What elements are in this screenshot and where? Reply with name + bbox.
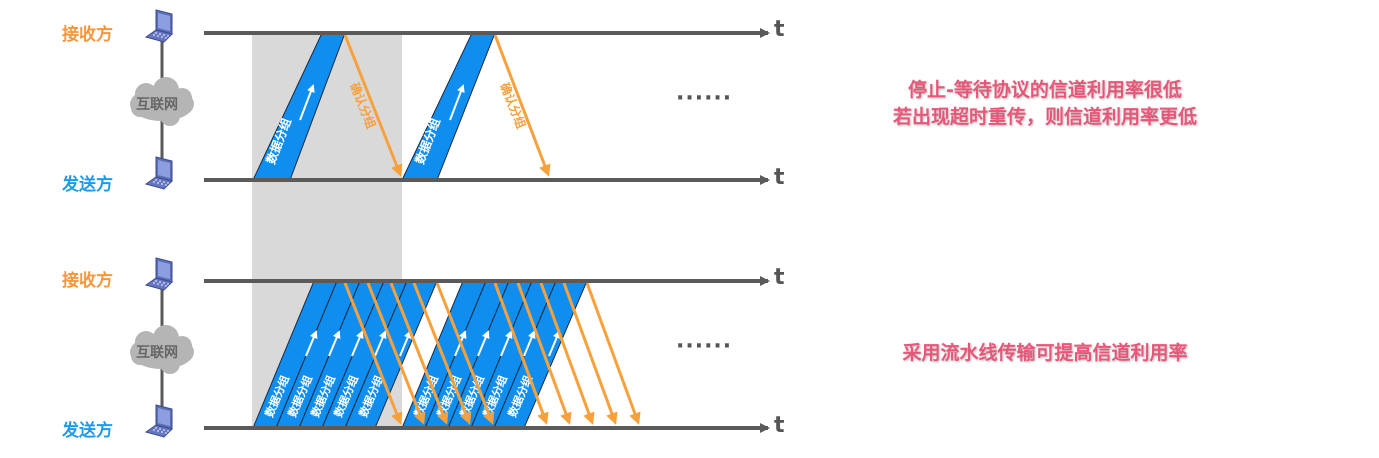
- sender-label: 发送方: [62, 421, 113, 441]
- time-axis-label: t: [774, 265, 785, 290]
- ack-arrow: [493, 34, 551, 177]
- internet-cloud-icon: [130, 325, 194, 374]
- continuation-ellipsis: ······: [676, 86, 733, 111]
- network-label: 互联网: [136, 97, 178, 113]
- receiver-laptop-icon: [145, 257, 173, 291]
- receiver-label: 接收方: [62, 271, 113, 291]
- time-axis-label: t: [774, 413, 785, 438]
- pipelining-note: 采用流水线传输可提高信道利用率: [860, 340, 1230, 367]
- ack-label: 确认分组: [497, 81, 529, 131]
- time-axis-label: t: [774, 17, 785, 42]
- sender-label: 发送方: [62, 175, 113, 195]
- network-label: 互联网: [136, 345, 178, 361]
- stop-and-wait-note: 停止-等待协议的信道利用率很低 若出现超时重传，则信道利用率更低: [860, 77, 1230, 131]
- internet-cloud-icon: [130, 77, 194, 126]
- ack-arrow: [343, 34, 403, 177]
- receiver-laptop-icon: [145, 9, 173, 43]
- sender-laptop-icon: [145, 404, 173, 438]
- note-line: 采用流水线传输可提高信道利用率: [902, 342, 1188, 364]
- ack-arrows: [343, 282, 641, 425]
- time-axis-label: t: [774, 165, 785, 190]
- packet-direction-icon: [299, 84, 315, 121]
- panel-stop-and-wait: 数据分组 数据分组 确认分组 确认分组: [130, 9, 770, 190]
- packet-direction-icon: [449, 84, 465, 121]
- packet-direction-icons: [305, 330, 561, 357]
- note-line: 若出现超时重传，则信道利用率更低: [892, 106, 1197, 128]
- note-line: 停止-等待协议的信道利用率很低: [908, 79, 1182, 101]
- receiver-label: 接收方: [62, 25, 113, 45]
- panel-pipelining: 数据分组 数据分组 数据分组 数据分组 数据分组 数据分组 数据分组 数据分组 …: [130, 257, 770, 438]
- continuation-ellipsis: ······: [676, 334, 733, 359]
- sender-laptop-icon: [145, 156, 173, 190]
